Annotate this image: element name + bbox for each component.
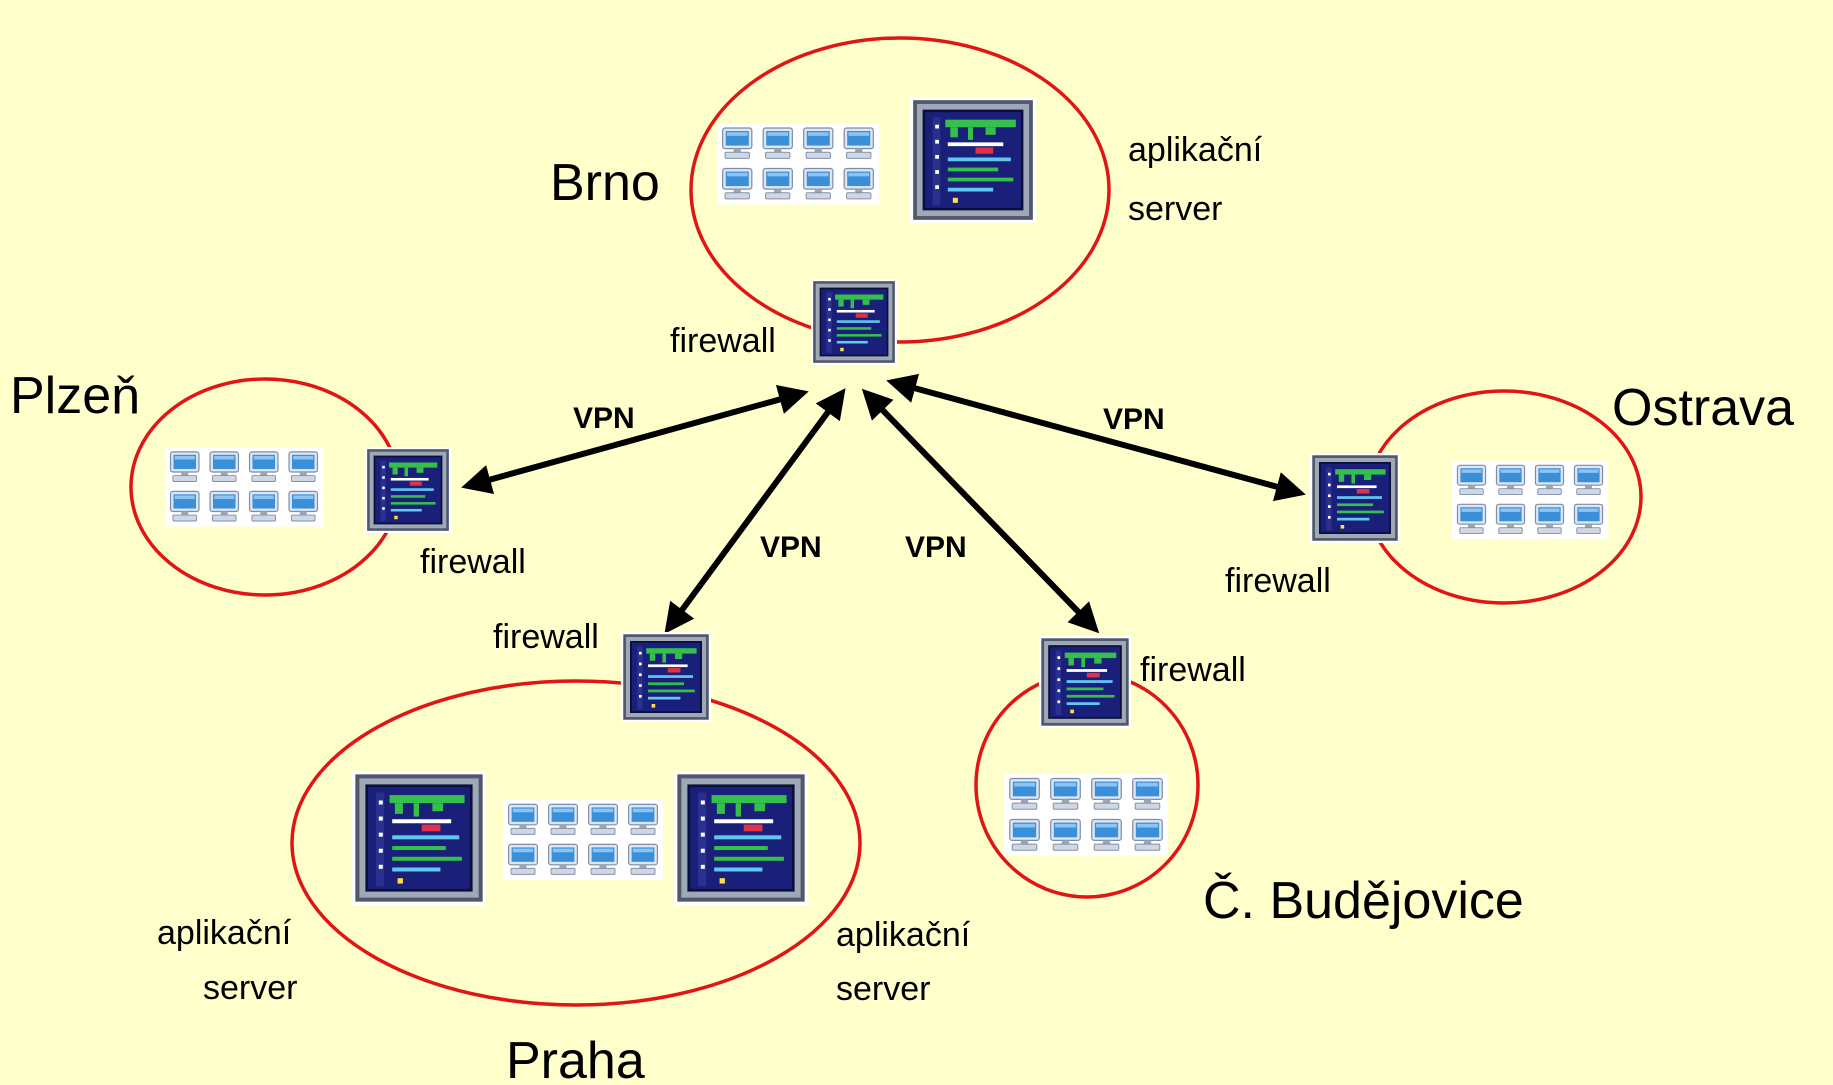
ostrava-workstations-icon xyxy=(1452,461,1608,539)
brno-firewall-icon xyxy=(811,277,897,367)
plzen-firewall-icon xyxy=(365,447,451,533)
ostrava-label: Ostrava xyxy=(1612,379,1794,437)
praha-server-right-label-2: server xyxy=(836,970,930,1008)
site-brno-outline xyxy=(689,36,1111,344)
praha-server-right-icon xyxy=(674,771,808,905)
vpn-label-budejovice: VPN xyxy=(905,531,967,564)
vpn-label-ostrava: VPN xyxy=(1103,403,1165,436)
ostrava-firewall-label: firewall xyxy=(1225,562,1331,600)
plzen-workstations-icon xyxy=(165,448,323,527)
plzen-firewall-label: firewall xyxy=(420,543,526,581)
brno-firewall-label: firewall xyxy=(670,322,776,360)
ostrava-firewall-icon xyxy=(1310,453,1400,543)
praha-firewall-label: firewall xyxy=(493,618,599,656)
praha-server-left-icon xyxy=(352,771,486,905)
brno-server-label-2: server xyxy=(1128,190,1222,228)
brno-label: Brno xyxy=(550,154,660,212)
budejovice-workstations-icon xyxy=(1004,774,1168,856)
praha-server-right-label-1: aplikační xyxy=(836,916,971,954)
praha-label: Praha xyxy=(506,1032,645,1085)
praha-server-left-label-1: aplikační xyxy=(157,914,292,952)
praha-server-left-label-2: server xyxy=(203,969,297,1007)
vpn-link-praha xyxy=(664,388,846,634)
budejovice-firewall-icon xyxy=(1039,636,1131,728)
site-praha-outline xyxy=(290,679,862,1007)
budejovice-firewall-label: firewall xyxy=(1140,651,1246,689)
vpn-link-ostrava xyxy=(886,373,1306,502)
vpn-link-plzen xyxy=(461,384,809,495)
praha-firewall-icon xyxy=(621,630,711,724)
brno-workstations-icon xyxy=(717,124,879,205)
budejovice-label: Č. Budějovice xyxy=(1203,872,1524,930)
brno-server-label-1: aplikační xyxy=(1128,131,1263,169)
brno-server-icon xyxy=(910,97,1036,223)
praha-workstations-icon xyxy=(503,800,663,880)
vpn-label-praha: VPN xyxy=(760,531,822,564)
vpn-label-plzen: VPN xyxy=(573,402,635,435)
plzen-label: Plzeň xyxy=(10,367,140,425)
